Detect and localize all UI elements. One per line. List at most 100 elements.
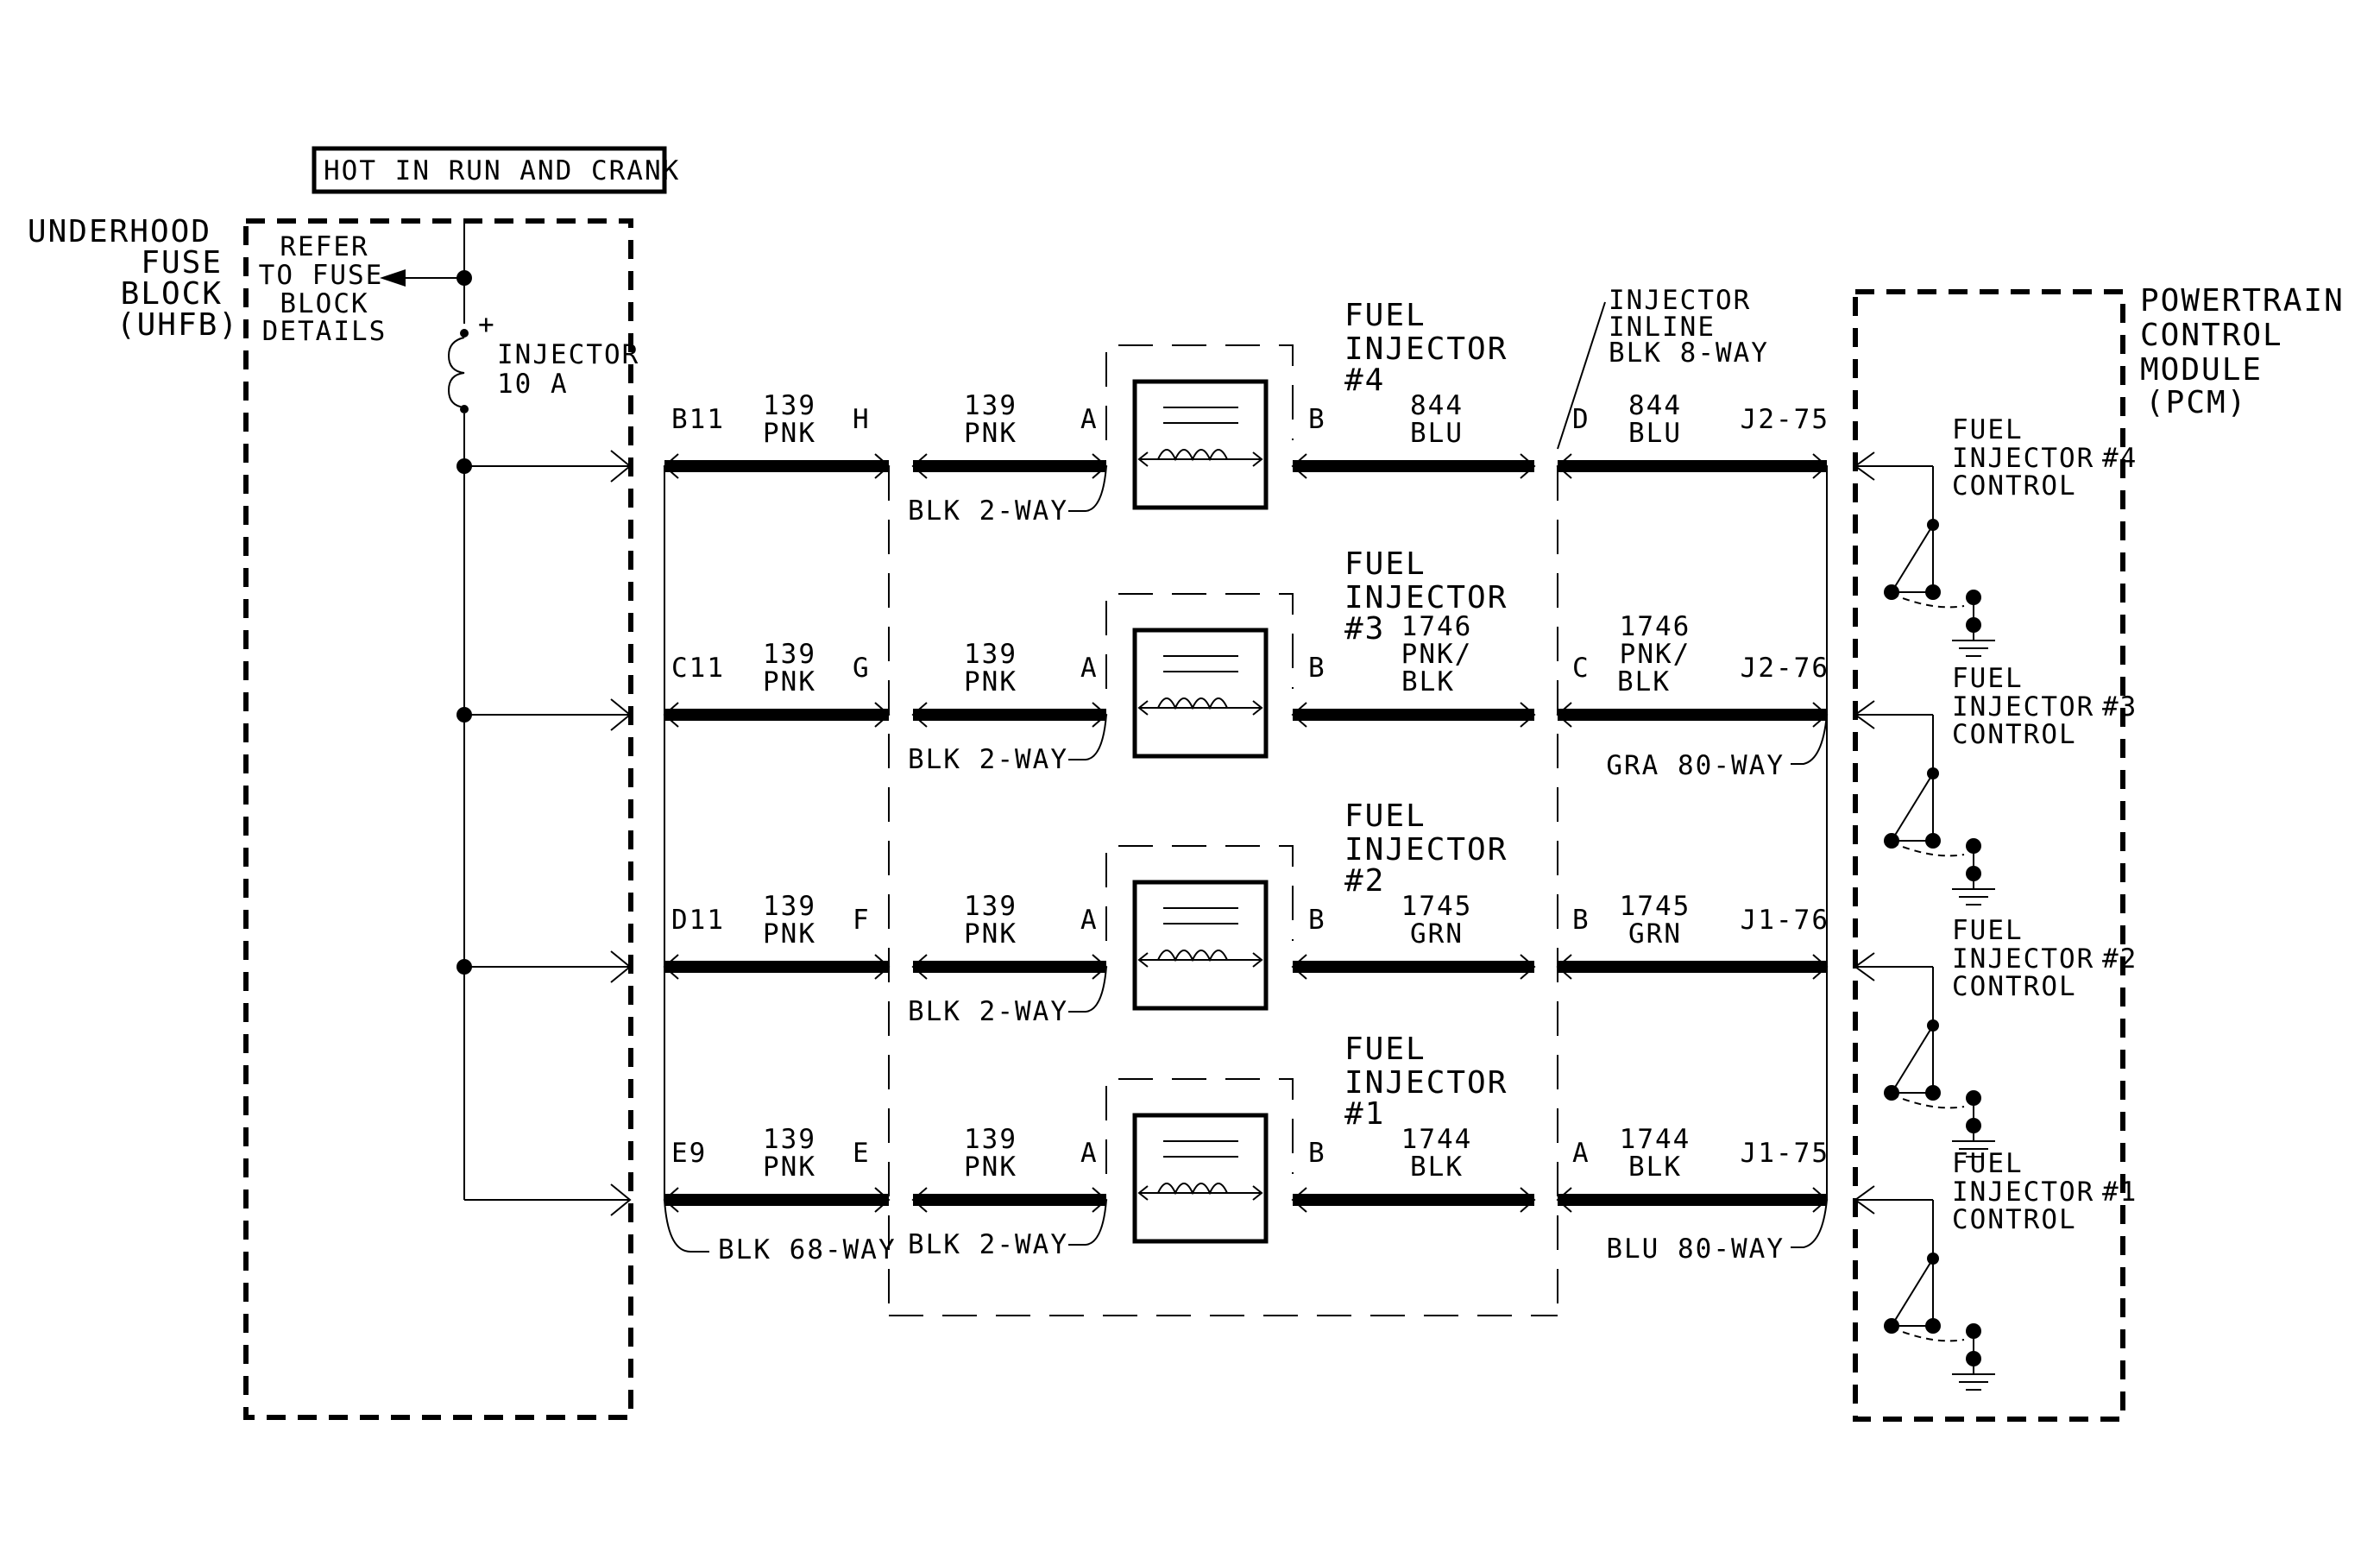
- control-number: #1: [2102, 1177, 2138, 1208]
- injector-title: INJECTOR: [1344, 580, 1508, 615]
- inline-pin: H: [853, 404, 871, 435]
- uhfb-pin: D11: [671, 905, 725, 936]
- switch-link: [1891, 593, 1965, 609]
- switch-blade: [1891, 524, 1934, 593]
- uhfb-68way-connector: BLK 68-WAY: [664, 466, 895, 1265]
- inline-pin: D: [1572, 404, 1590, 435]
- injector-outline: [1105, 593, 1294, 689]
- control-label: CONTROL: [1952, 470, 2077, 502]
- switch-blade: [1891, 773, 1934, 842]
- injector-coil-icon: [1157, 449, 1228, 462]
- control-label: FUEL: [1952, 915, 2024, 946]
- injector-pin: B: [1308, 653, 1326, 684]
- control-label: INJECTOR: [1952, 943, 2094, 975]
- circuit-number: 1746: [1401, 611, 1473, 642]
- injector-coil-icon: [1157, 697, 1228, 710]
- injector-title: FUEL: [1344, 1032, 1426, 1067]
- svg-text:(UHFB): (UHFB): [116, 307, 239, 343]
- svg-text:REFER: REFER: [280, 231, 368, 262]
- svg-text:FUSE: FUSE: [141, 245, 223, 281]
- circuit-number: 1744: [1401, 1124, 1473, 1155]
- inline-connector-label: INJECTOR INLINE BLK 8-WAY: [1609, 285, 1767, 369]
- circuit-number: 139: [964, 891, 1017, 922]
- control-label: INJECTOR: [1952, 443, 2094, 474]
- pcm-label: POWERTRAIN CONTROL MODULE (PCM): [2140, 283, 2345, 420]
- pcm-pin: J2-76: [1741, 653, 1829, 684]
- wire-color: PNK/: [1401, 639, 1473, 670]
- control-label: INJECTOR: [1952, 691, 2094, 723]
- injector-body: [1132, 1113, 1269, 1244]
- svg-text:INLINE: INLINE: [1609, 312, 1716, 343]
- svg-text:TO FUSE: TO FUSE: [259, 260, 384, 291]
- uhfb-label: UNDERHOOD FUSE BLOCK (UHFB): [28, 214, 239, 343]
- circuit-number: 1745: [1620, 891, 1691, 922]
- connector-leader: [1068, 966, 1107, 1013]
- control-number: #3: [2102, 691, 2138, 723]
- svg-text:DETAILS: DETAILS: [262, 316, 387, 347]
- wire-color: PNK: [763, 1152, 816, 1183]
- injector-circuit-1: [663, 1078, 1995, 1391]
- injector-title: #1: [1344, 1096, 1385, 1132]
- connector-leader: [1068, 1199, 1107, 1246]
- inline-connector-leader: [1557, 301, 1606, 450]
- circuit-number: 1746: [1620, 611, 1691, 642]
- injector-outline: [1105, 845, 1294, 941]
- injector-coil-icon: [1157, 1183, 1228, 1196]
- power-bus: [447, 221, 472, 1200]
- refer-to-fuse-block-details: REFER TO FUSE BLOCK DETAILS: [259, 231, 464, 347]
- circuit-number: 139: [964, 1124, 1017, 1155]
- injector-title: #2: [1344, 863, 1385, 899]
- injector-pin: B: [1308, 1138, 1326, 1169]
- injector-pin: A: [1080, 404, 1099, 435]
- wire-color: BLK: [1410, 1152, 1464, 1183]
- control-number: #2: [2102, 943, 2138, 975]
- wire-color: PNK: [763, 918, 816, 950]
- wire-color: PNK: [763, 418, 816, 449]
- pcm-pin: J1-76: [1741, 905, 1829, 936]
- pcm-box: [1853, 289, 2125, 1422]
- inline-pin: F: [853, 905, 871, 936]
- circuit-number: 844: [1628, 390, 1682, 421]
- control-label: CONTROL: [1952, 971, 2077, 1002]
- circuit-number: 139: [763, 891, 816, 922]
- inline-pin: G: [853, 653, 871, 684]
- wire-color: PNK: [964, 1152, 1017, 1183]
- uhfb-pin: B11: [671, 404, 725, 435]
- wire-color: GRN: [1410, 918, 1464, 950]
- circuit-number: 1745: [1401, 891, 1473, 922]
- injector-title: INJECTOR: [1344, 331, 1508, 367]
- fuse-rating: 10 A: [497, 369, 569, 400]
- inline-pin: C: [1572, 653, 1590, 684]
- switch-blade: [1891, 1025, 1934, 1094]
- svg-text:UNDERHOOD: UNDERHOOD: [28, 214, 211, 249]
- wire-color: PNK: [964, 918, 1017, 950]
- svg-text:(PCM): (PCM): [2145, 385, 2247, 420]
- injector-connector: BLK 2-WAY: [908, 1229, 1068, 1260]
- svg-text:BLOCK: BLOCK: [121, 276, 223, 312]
- switch-blade: [1891, 1258, 1934, 1327]
- inline-harness-boundary: [888, 466, 1558, 1316]
- svg-text:MODULE: MODULE: [2140, 352, 2263, 388]
- injector-pin: B: [1308, 404, 1326, 435]
- injector-title: INJECTOR: [1344, 832, 1508, 868]
- power-label-box: [312, 146, 667, 194]
- control-label: CONTROL: [1952, 1204, 2077, 1235]
- svg-text:POWERTRAIN: POWERTRAIN: [2140, 283, 2345, 319]
- injector-body: [1132, 880, 1269, 1011]
- wire-color: GRN: [1628, 918, 1682, 950]
- pcm-connector-outline: GRA 80-WAY BLU 80-WAY: [1606, 466, 1828, 1265]
- circuit-number: 139: [964, 639, 1017, 670]
- injector-body: [1132, 628, 1269, 759]
- power-label: HOT IN RUN AND CRANK: [324, 155, 680, 186]
- injector-coil-icon: [1157, 950, 1228, 962]
- wire-color: BLK: [1628, 1152, 1682, 1183]
- injector-title: #4: [1344, 363, 1385, 398]
- injector-pin: B: [1308, 905, 1326, 936]
- inline-pin: A: [1572, 1138, 1590, 1169]
- switch-link: [1891, 1327, 1965, 1342]
- inline-pin: E: [853, 1138, 871, 1169]
- wire-color: BLK: [1617, 666, 1671, 697]
- connector-leader: [1068, 465, 1107, 512]
- svg-text:GRA 80-WAY: GRA 80-WAY: [1606, 750, 1785, 781]
- svg-text:BLU 80-WAY: BLU 80-WAY: [1606, 1234, 1785, 1265]
